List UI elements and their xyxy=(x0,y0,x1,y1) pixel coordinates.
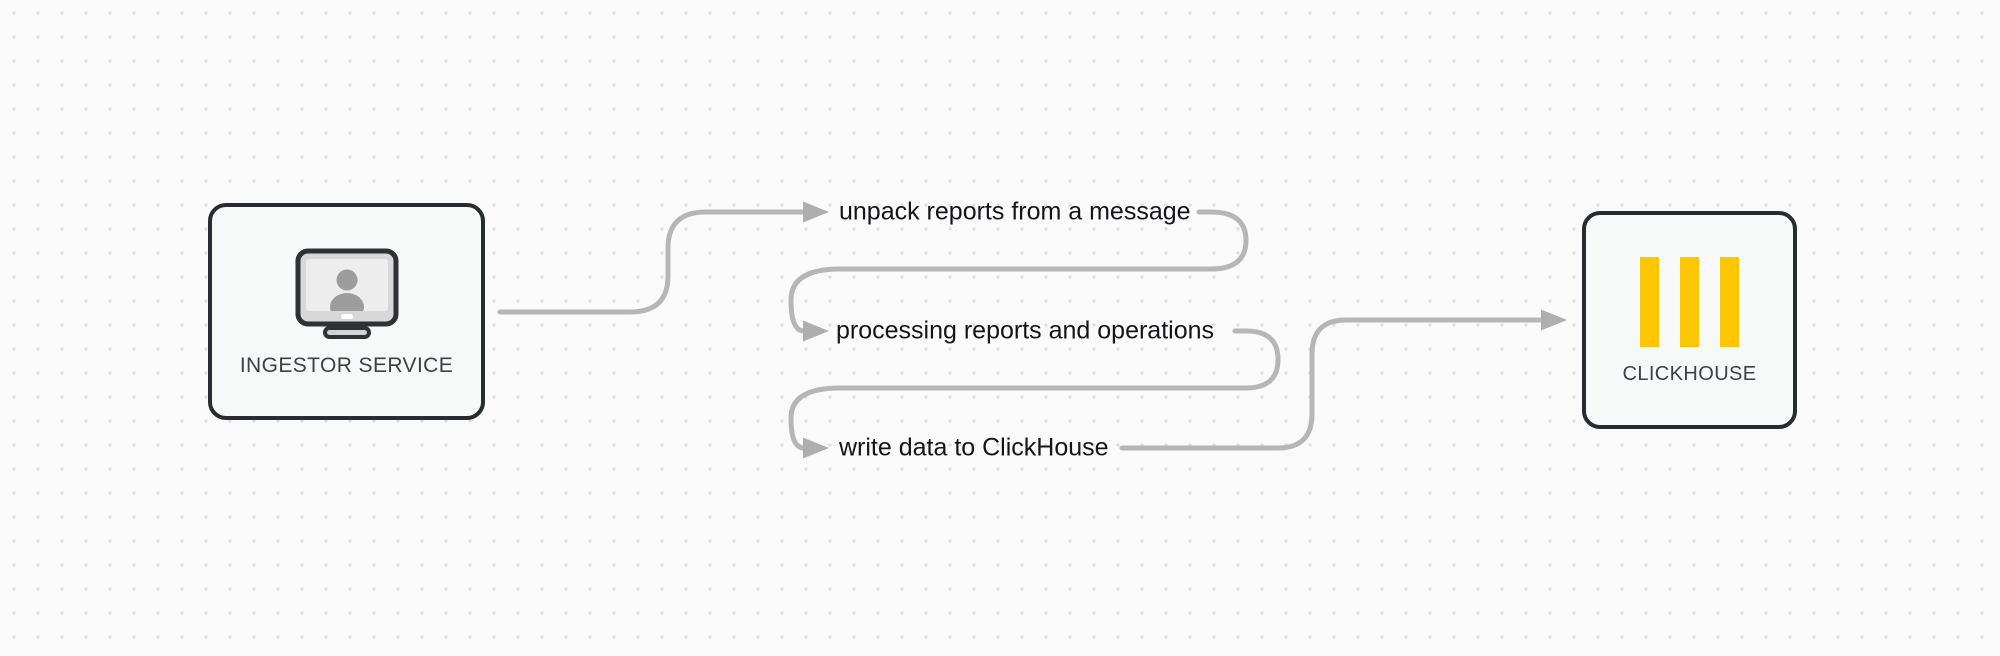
connector-step2-to-step3 xyxy=(788,328,1281,451)
connector-step1-to-step2 xyxy=(788,209,1249,334)
step-label-unpack-reports: unpack reports from a message xyxy=(839,197,1191,226)
step-label-write-data: write data to ClickHouse xyxy=(839,433,1109,462)
clickhouse-logo-bar xyxy=(1680,256,1699,347)
clickhouse-logo-bar xyxy=(1640,256,1659,347)
clickhouse-node-label: CLICKHOUSE xyxy=(1622,362,1757,385)
arrow-head-step1 xyxy=(803,201,829,223)
connector-ingestor-to-step1 xyxy=(497,209,805,315)
clickhouse-logo-icon xyxy=(1640,256,1739,347)
monitor-user-icon xyxy=(295,248,398,339)
arrow-head-clickhouse xyxy=(1541,309,1567,331)
clickhouse-node: CLICKHOUSE xyxy=(1582,211,1797,429)
step-label-processing-reports: processing reports and operations xyxy=(836,316,1215,345)
arrow-head-step3 xyxy=(803,437,829,459)
clickhouse-logo-bar xyxy=(1720,256,1739,347)
arrow-head-step2 xyxy=(803,320,829,342)
ingestor-service-node: INGESTOR SERVICE xyxy=(208,203,485,420)
user-silhouette-icon xyxy=(329,269,364,311)
ingestor-node-label: INGESTOR SERVICE xyxy=(239,353,454,377)
